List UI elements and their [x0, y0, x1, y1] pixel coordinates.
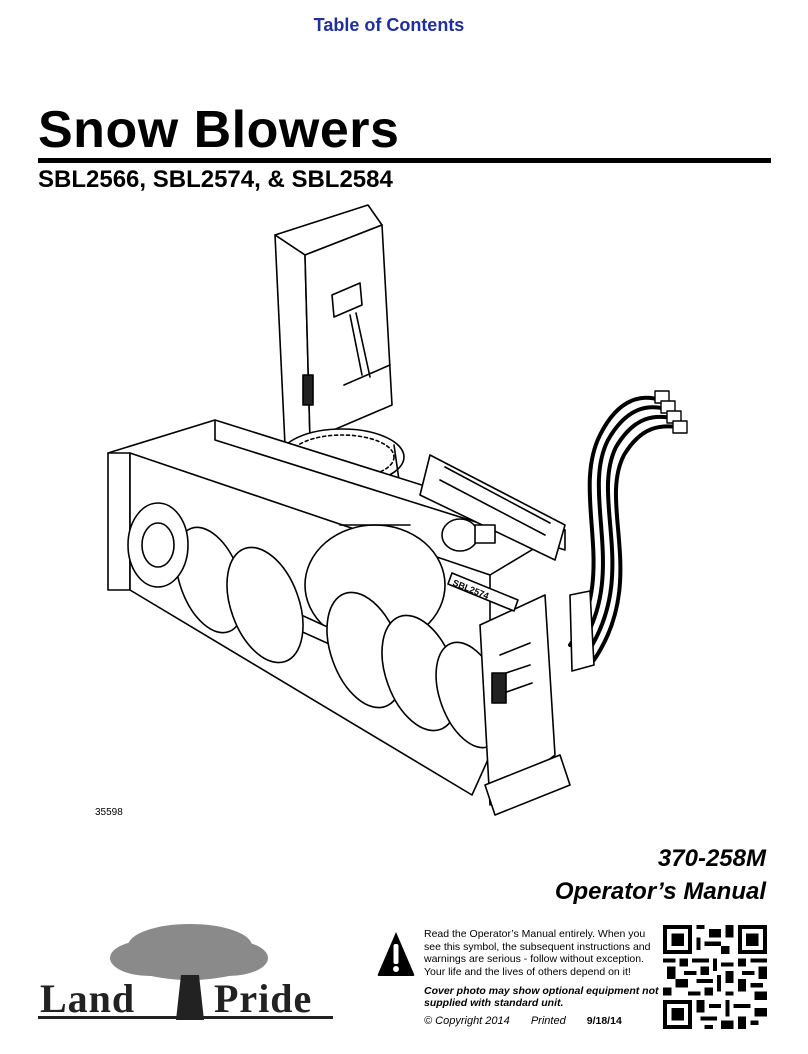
- qr-code[interactable]: [663, 925, 767, 1029]
- printed-label: Printed: [530, 1015, 566, 1027]
- model-list: SBL2566, SBL2574, & SBL2584: [38, 166, 393, 193]
- copyright: © Copyright 2014: [424, 1015, 510, 1027]
- title-rule: [38, 158, 771, 163]
- snow-blower-illustration: SBL2574: [107, 204, 688, 816]
- exclamation-triangle-icon: [377, 932, 415, 976]
- svg-text:Pride: Pride: [214, 976, 312, 1021]
- printed-date: 9/18/14: [586, 1015, 622, 1027]
- figure-number: 35598: [95, 807, 123, 818]
- page-title: Snow Blowers: [38, 101, 400, 159]
- svg-text:Land: Land: [40, 976, 135, 1021]
- warning-text: Read the Operator’s Manual entirely. Whe…: [424, 928, 651, 978]
- copyright-line: © Copyright 2014 Printed 9/18/14: [424, 1015, 724, 1027]
- land-pride-logo: Land Pride: [38, 924, 333, 1021]
- document-number: 370-258M: [657, 845, 766, 872]
- document-type: Operator’s Manual: [554, 878, 766, 905]
- toc-link[interactable]: Table of Contents: [313, 15, 465, 35]
- cover-note: Cover photo may show optional equipment …: [424, 985, 659, 1009]
